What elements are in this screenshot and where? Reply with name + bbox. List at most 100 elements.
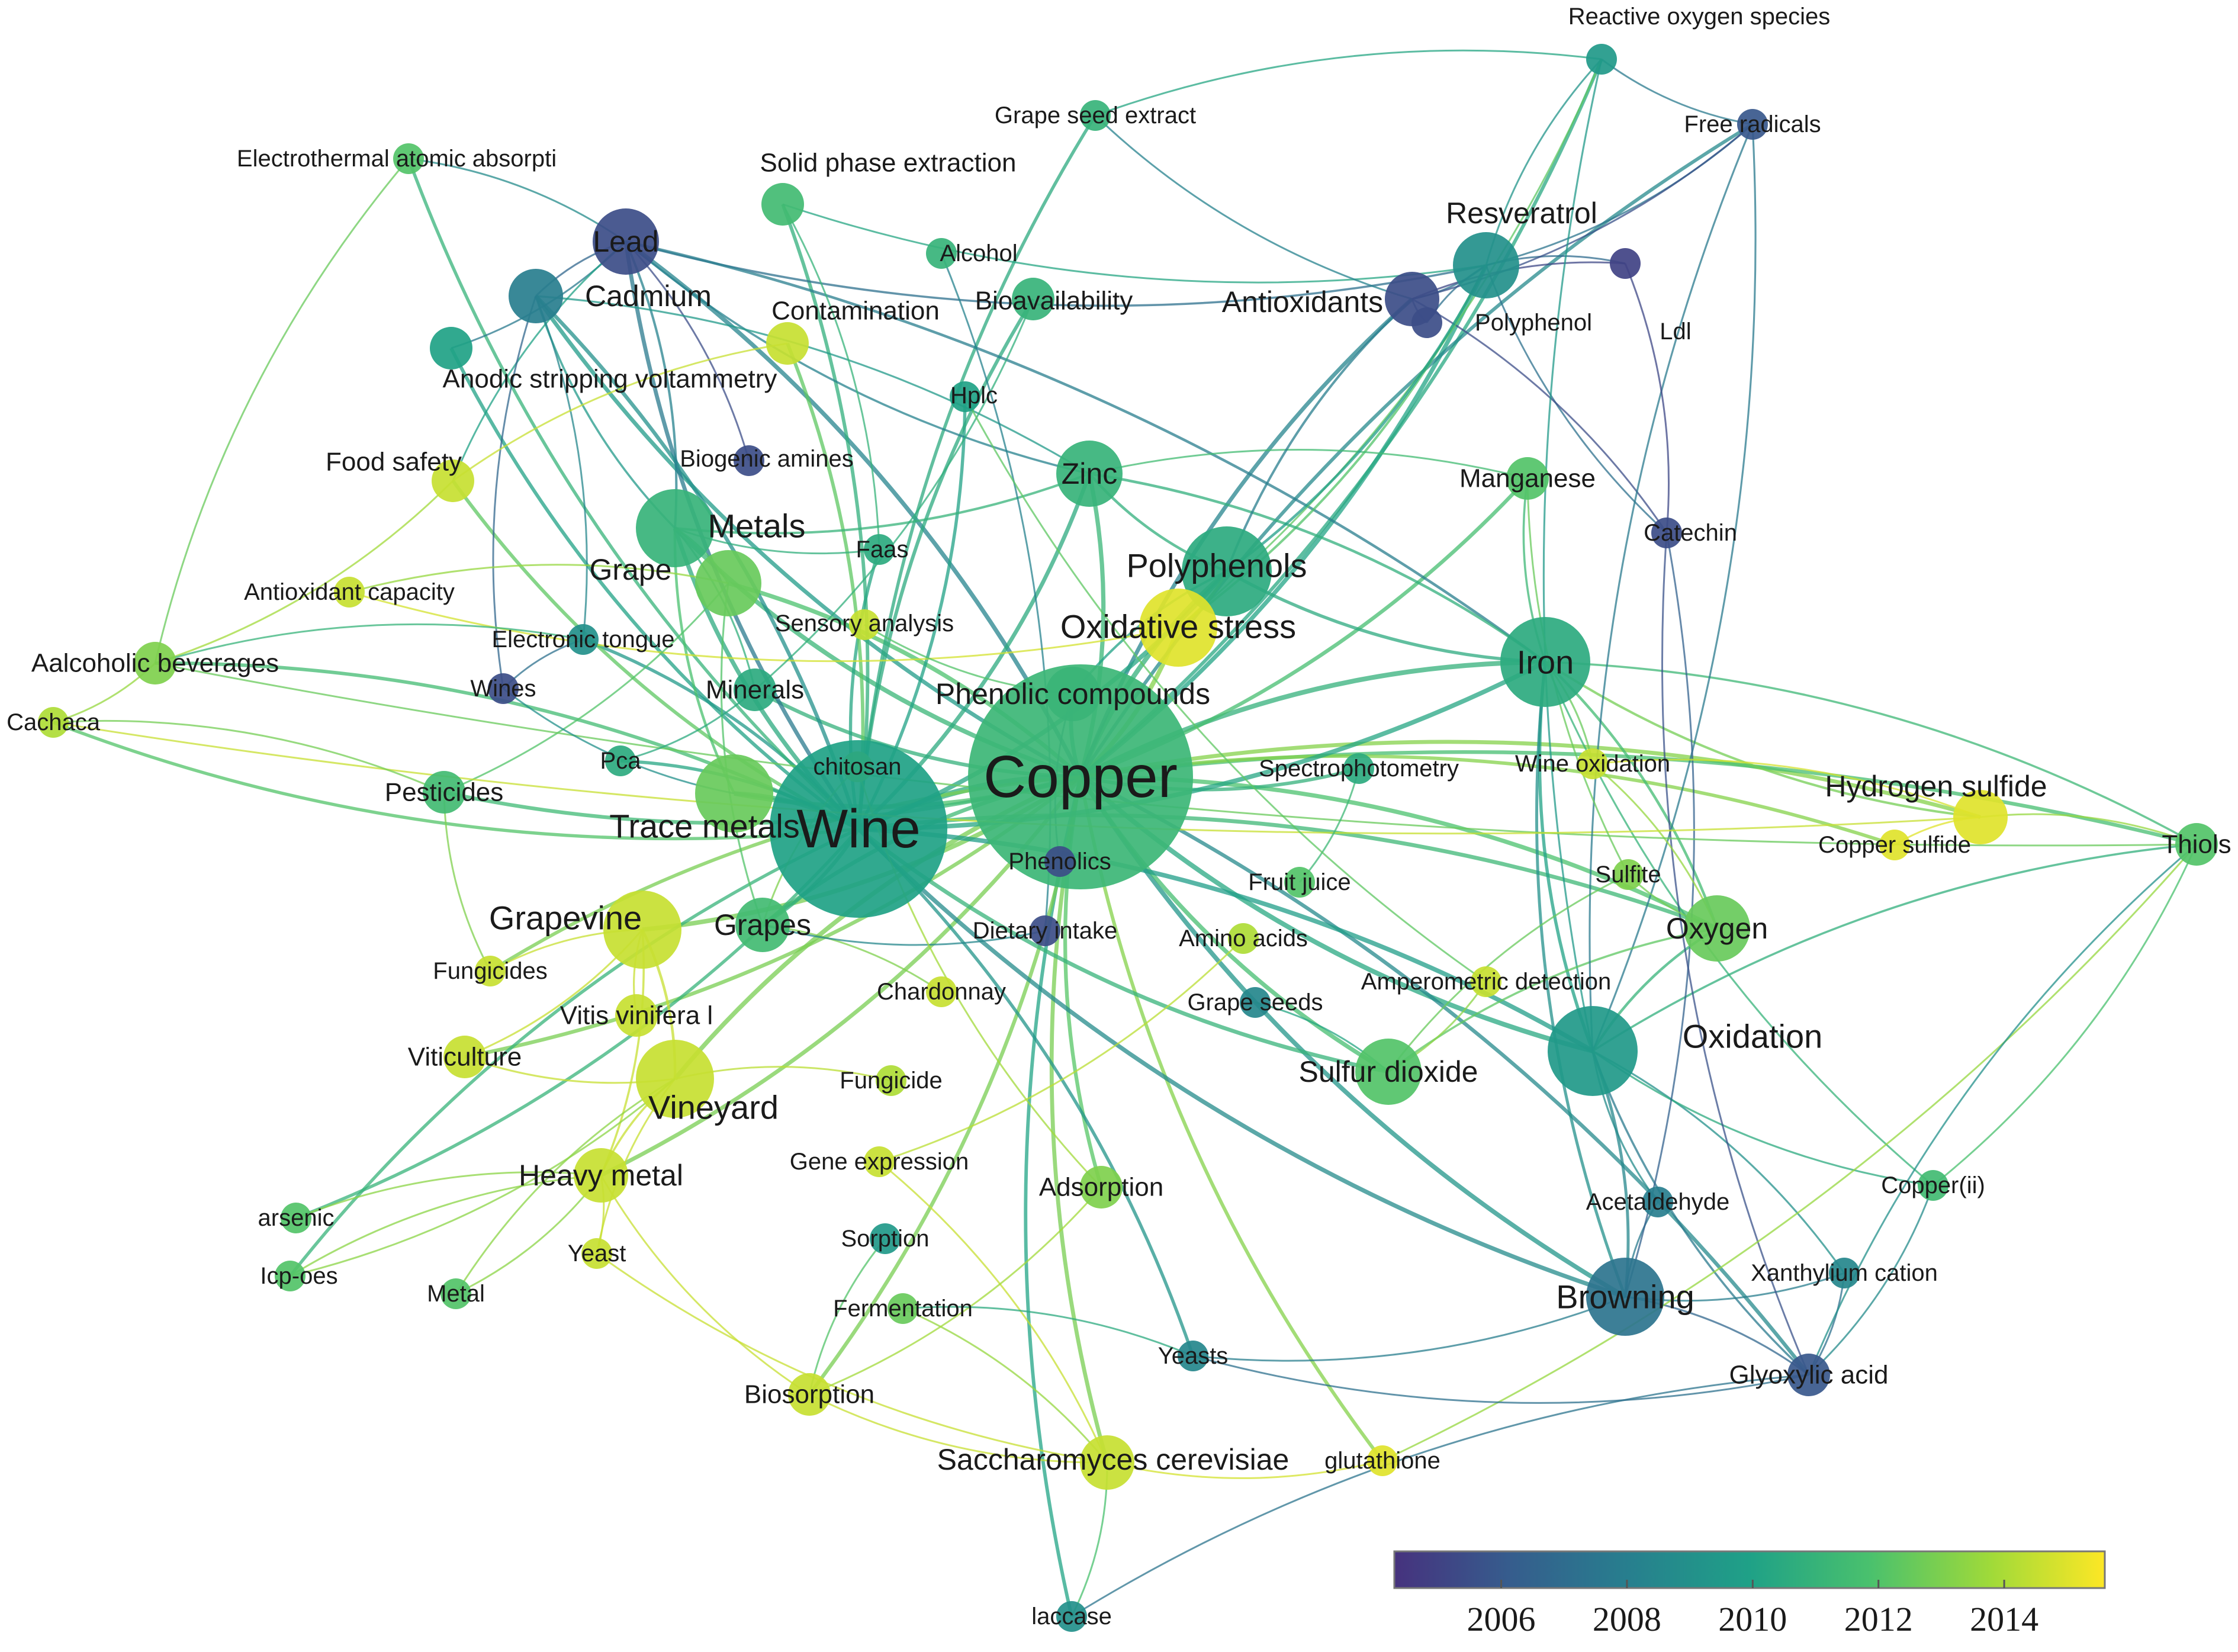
node-grape-seed-extract[interactable]: [1080, 100, 1111, 131]
label-gene-expression: Gene expression: [790, 1149, 969, 1175]
node-biogenic-amines[interactable]: [734, 445, 764, 476]
node-trace-metals[interactable]: [695, 754, 773, 833]
edge-oxidative-stress-antioxidant-capacity: [349, 591, 1179, 663]
node-minerals[interactable]: [734, 668, 776, 711]
node-cadmium[interactable]: [509, 269, 563, 323]
edge-resveratrol-free-radicals: [1485, 123, 1753, 266]
node-catechin[interactable]: [1651, 518, 1682, 548]
node-lead[interactable]: [593, 208, 659, 275]
node-alcohol[interactable]: [926, 238, 957, 269]
node-food-safety[interactable]: [432, 459, 474, 502]
node-vitis-vinifera-l[interactable]: [615, 994, 658, 1037]
node-glyoxylic-acid[interactable]: [1787, 1354, 1830, 1396]
edge-cachaca-pesticides: [53, 719, 445, 793]
node-free-radicals[interactable]: [1737, 109, 1768, 140]
label-glyoxylic-acid: Glyoxylic acid: [1729, 1361, 1889, 1390]
node-copper-ii[interactable]: [1918, 1170, 1948, 1201]
node-resveratrol[interactable]: [1453, 232, 1519, 298]
node-grapes[interactable]: [735, 898, 790, 952]
node-sulfite[interactable]: [1613, 859, 1644, 890]
node-copper-sulfide[interactable]: [1879, 830, 1910, 860]
node-solid-phase-extraction[interactable]: [761, 183, 804, 226]
node-reactive-oxygen-species[interactable]: [1586, 44, 1617, 75]
node-sensory-analysis[interactable]: [849, 609, 880, 640]
node-sorption[interactable]: [870, 1223, 901, 1254]
node-arsenic[interactable]: [281, 1203, 311, 1233]
node-xanthylium-cation[interactable]: [1829, 1258, 1860, 1288]
label-metal: Metal: [427, 1281, 485, 1307]
node-yeasts[interactable]: [1178, 1341, 1208, 1371]
node-phenolics[interactable]: [1044, 846, 1075, 877]
node-metals[interactable]: [636, 489, 714, 567]
node-contamination[interactable]: [766, 322, 809, 365]
edge-lead-resveratrol: [625, 240, 1487, 307]
node-adsorption[interactable]: [1080, 1166, 1123, 1209]
node-grape[interactable]: [695, 550, 761, 616]
node-biosorption[interactable]: [788, 1373, 831, 1416]
label-grapes: Grapes: [714, 908, 811, 941]
node-chardonnay[interactable]: [926, 976, 957, 1007]
label-bioavailability: Bioavailability: [975, 287, 1133, 316]
node-fungicides[interactable]: [475, 956, 506, 986]
node-metal[interactable]: [440, 1278, 471, 1309]
node-copper[interactable]: [968, 664, 1193, 889]
node-pesticides[interactable]: [423, 771, 465, 814]
node-glutathione[interactable]: [1367, 1445, 1398, 1476]
node-hplc[interactable]: [950, 381, 980, 412]
node-viticulture[interactable]: [443, 1036, 486, 1078]
node-amino-acids[interactable]: [1228, 923, 1259, 954]
node-iron[interactable]: [1500, 617, 1590, 707]
node-cachaca[interactable]: [38, 707, 69, 738]
label-amperometric-detection: Amperometric detection: [1361, 969, 1611, 995]
node-electrothermal-atomic-absorption[interactable]: [393, 143, 424, 174]
node-polyphenols[interactable]: [1182, 526, 1272, 616]
node-thiols[interactable]: [2175, 823, 2218, 866]
label-food-safety: Food safety: [326, 448, 462, 477]
node-icp-oes[interactable]: [275, 1261, 306, 1291]
edge-iron-polyphenols: [1226, 570, 1546, 664]
label-faas: Faas: [856, 536, 909, 563]
node-browning[interactable]: [1586, 1258, 1664, 1336]
node-dietary-intake[interactable]: [1030, 915, 1060, 946]
node-sulfur-dioxide[interactable]: [1355, 1039, 1422, 1105]
node-grape-seeds[interactable]: [1240, 987, 1271, 1018]
node-pca[interactable]: [605, 745, 636, 776]
node-spectrophotometry[interactable]: [1343, 753, 1374, 784]
node-hydrogen-sulfide[interactable]: [1953, 790, 2008, 844]
node-fungicide[interactable]: [876, 1065, 906, 1096]
node-acetaldehyde[interactable]: [1642, 1187, 1673, 1217]
edge-cadmium-wines: [492, 295, 537, 689]
label-reactive-oxygen-species: Reactive oxygen species: [1568, 4, 1830, 30]
edge-laccase-glyoxylic-acid: [1071, 1374, 1809, 1618]
node-fruit-juice[interactable]: [1284, 867, 1315, 898]
node-amperometric-detection[interactable]: [1471, 966, 1501, 997]
node-laccase[interactable]: [1056, 1601, 1087, 1632]
node-aalcoholic-beverages[interactable]: [134, 642, 176, 684]
node-wine-oxidation[interactable]: [1577, 748, 1608, 779]
node-ldl[interactable]: [1610, 248, 1641, 279]
node-oxidative-stress[interactable]: [1139, 589, 1217, 667]
node-anodic-stripping-voltammetry[interactable]: [430, 327, 472, 369]
node-polyphenol[interactable]: [1411, 307, 1442, 338]
node-vineyard[interactable]: [636, 1040, 714, 1118]
edge-oxidation-copper-ii: [1592, 1050, 1934, 1187]
node-bioavailability[interactable]: [1012, 278, 1054, 320]
node-electronic-tongue[interactable]: [568, 624, 599, 655]
node-oxidation[interactable]: [1548, 1006, 1638, 1096]
node-grapevine[interactable]: [603, 891, 681, 969]
node-yeast[interactable]: [581, 1238, 612, 1269]
node-heavy-metal[interactable]: [574, 1148, 628, 1203]
label-icp-oes: Icp-oes: [260, 1263, 337, 1289]
node-oxygen[interactable]: [1684, 895, 1750, 962]
node-fermentation[interactable]: [888, 1293, 918, 1324]
label-polyphenols: Polyphenols: [1126, 547, 1307, 584]
node-wines[interactable]: [488, 673, 519, 704]
node-faas[interactable]: [864, 534, 895, 565]
node-antioxidant-capacity[interactable]: [334, 577, 365, 608]
node-wine[interactable]: [770, 740, 947, 918]
node-zinc[interactable]: [1056, 441, 1123, 507]
label-copper-sulfide: Copper sulfide: [1818, 832, 1971, 858]
node-saccharomyces-cerevisiae[interactable]: [1080, 1435, 1134, 1490]
node-manganese[interactable]: [1506, 457, 1549, 500]
node-gene-expression[interactable]: [864, 1146, 895, 1177]
